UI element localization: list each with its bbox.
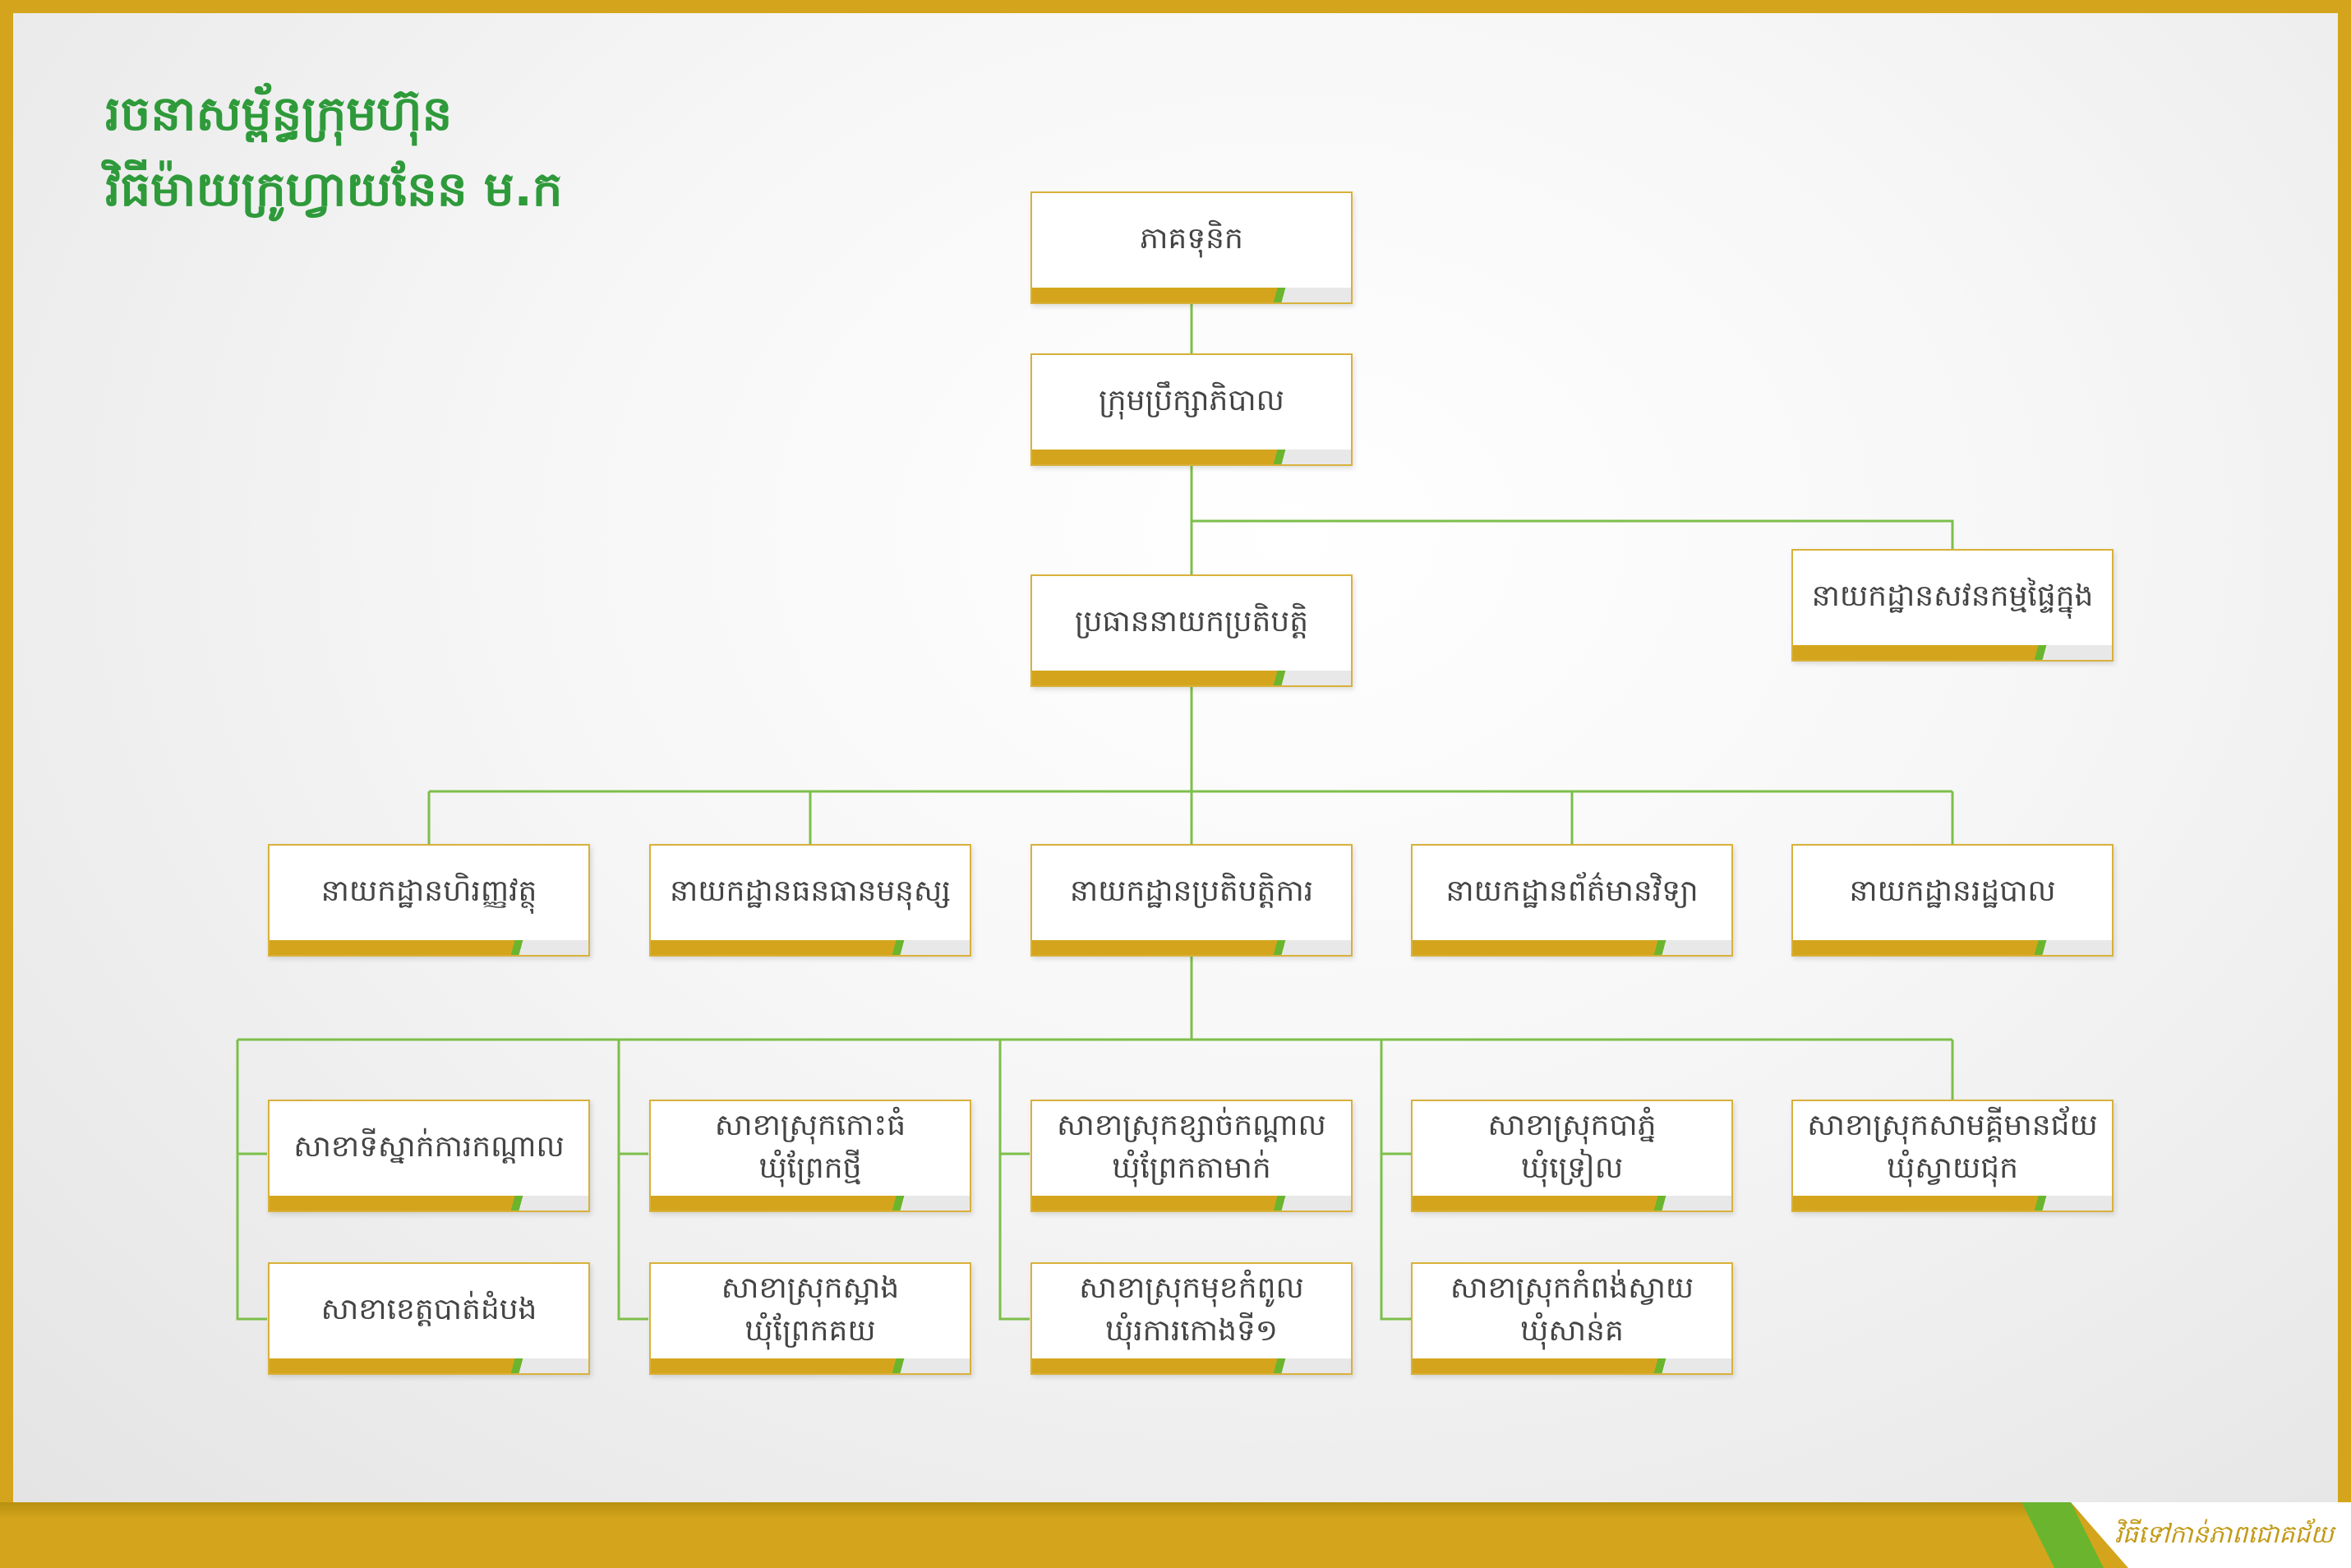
connector-col2	[617, 1040, 648, 1321]
node-label-line-2: ឃុំព្រែកតាមាក់	[1112, 1151, 1271, 1185]
node-branch-ba-phnum: សាខាស្រុកបាភ្នំ ឃុំទ្រៀល	[1411, 1100, 1733, 1212]
node-label-line-1: សាខាស្រុកកោះធំ	[714, 1108, 906, 1142]
footer-slogan: វិធីទៅកាន់ភាពជោគជ័យ	[2114, 1520, 2334, 1549]
node-label: សាខាទីស្នាក់ការកណ្តាល	[276, 1101, 582, 1192]
node-dept-hr: នាយកដ្ឋានធនធានមនុស្ស	[649, 844, 971, 957]
node-label: នាយកដ្ឋានធនធានមនុស្ស	[669, 874, 952, 908]
node-label-line-1: សាខាស្រុកមុខកំពូល	[1079, 1271, 1304, 1305]
page-title-line-2: វិធីម៉ាយក្រូហ្វាយនែន ម.ក	[105, 161, 563, 217]
node-label-line-2: ឃុំរការកោងទី១	[1104, 1313, 1279, 1348]
node-accent-bar	[651, 1196, 970, 1211]
node-dept-operations: នាយកដ្ឋានប្រតិបត្តិការ	[1030, 844, 1353, 957]
node-accent-bar	[1793, 1196, 2112, 1211]
node-label: សាខាស្រុកបាភ្នំ ឃុំទ្រៀល	[1419, 1101, 1725, 1192]
node-dept-admin: នាយកដ្ឋានរដ្ឋបាល	[1791, 844, 2114, 957]
page-title: រចនាសម្ព័ន្ធក្រុមហ៊ុន វិធីម៉ាយក្រូហ្វាយន…	[105, 76, 563, 227]
node-accent-bar	[1032, 288, 1351, 302]
node-accent-bar	[651, 1358, 970, 1373]
node-label-line-1: សាខាស្រុកស្អាង	[721, 1271, 900, 1305]
node-accent-bar	[1032, 671, 1351, 685]
connector-col3	[998, 1040, 1030, 1321]
node-label: នាយកដ្ឋានព័ត៌មានវិទ្យា	[1445, 874, 1699, 908]
node-accent-bar	[1032, 1358, 1351, 1373]
node-branch-kampong-svay: សាខាស្រុកកំពង់ស្វាយ ឃុំសាន់គ	[1411, 1262, 1733, 1375]
node-branch-samaki-meanchey: សាខាស្រុកសាមគ្គីមានជ័យ ឃុំស្វាយជុក	[1791, 1100, 2114, 1212]
node-shareholders: ភាគទុនិក	[1030, 191, 1353, 304]
node-label: សាខាស្រុកកំពង់ស្វាយ ឃុំសាន់គ	[1419, 1264, 1725, 1355]
node-label: សាខាស្រុកស្អាង ឃុំព្រែកគយ	[657, 1264, 963, 1355]
node-branch-ksach-kandal: សាខាស្រុកខ្សាច់កណ្តាល ឃុំព្រែកតាមាក់	[1030, 1100, 1353, 1212]
node-ceo: ប្រធាននាយកប្រតិបត្តិ	[1030, 574, 1353, 687]
node-accent-bar	[1413, 940, 1731, 955]
node-board: ក្រុមប្រឹក្សាភិបាល	[1030, 353, 1353, 466]
node-branch-head-office: សាខាទីស្នាក់ការកណ្តាល	[268, 1100, 590, 1212]
node-dept-finance: នាយកដ្ឋានហិរញ្ញវត្ថុ	[268, 844, 590, 957]
node-label-line-1: សាខាស្រុកកំពង់ស្វាយ	[1450, 1271, 1694, 1305]
node-branch-mukh-kampul: សាខាស្រុកមុខកំពូល ឃុំរការកោងទី១	[1030, 1262, 1353, 1375]
node-label: សាខាស្រុកកោះធំ ឃុំព្រែកថ្មី	[657, 1101, 963, 1192]
node-accent-bar	[270, 940, 588, 955]
node-accent-bar	[1413, 1358, 1731, 1373]
node-label-line-1: សាខាស្រុកខ្សាច់កណ្តាល	[1057, 1108, 1326, 1142]
node-label: សាខាស្រុកមុខកំពូល ឃុំរការកោងទី១	[1039, 1264, 1344, 1355]
node-accent-bar	[1793, 645, 2112, 660]
node-label-line-1: សាខាខេត្តបាត់ដំបង	[320, 1292, 537, 1326]
node-internal-audit: នាយកដ្ឋានសវនកម្មផ្ទៃក្នុង	[1791, 549, 2114, 662]
node-accent-bar	[1413, 1196, 1731, 1211]
connector-col4	[1380, 1040, 1411, 1321]
node-label-line-1: សាខាស្រុកសាមគ្គីមានជ័យ	[1807, 1108, 2098, 1142]
node-accent-bar	[651, 940, 970, 955]
node-label: ប្រធាននាយកប្រតិបត្តិ	[1074, 604, 1309, 639]
node-label-line-2: ឃុំព្រែកគយ	[744, 1313, 876, 1348]
node-label-line-2: ឃុំទ្រៀល	[1520, 1151, 1624, 1185]
node-label: ក្រុមប្រឹក្សាភិបាល	[1099, 383, 1284, 417]
node-label: នាយកដ្ឋានសវនកម្មផ្ទៃក្នុង	[1811, 579, 2094, 613]
node-label-line-1: សាខាទីស្នាក់ការកណ្តាល	[293, 1129, 565, 1164]
node-label-line-2: ឃុំស្វាយជុក	[1887, 1151, 2018, 1185]
node-branch-saang: សាខាស្រុកស្អាង ឃុំព្រែកគយ	[649, 1262, 971, 1375]
node-accent-bar	[1032, 1196, 1351, 1211]
node-label: សាខាស្រុកសាមគ្គីមានជ័យ ឃុំស្វាយជុក	[1800, 1101, 2105, 1192]
node-accent-bar	[270, 1358, 588, 1373]
node-branch-battambang: សាខាខេត្តបាត់ដំបង	[268, 1262, 590, 1375]
node-accent-bar	[270, 1196, 588, 1211]
connector-col1	[236, 1040, 267, 1321]
node-label: ភាគទុនិក	[1140, 221, 1243, 256]
node-label-line-2: ឃុំសាន់គ	[1520, 1313, 1624, 1348]
page-title-line-1: រចនាសម្ព័ន្ធក្រុមហ៊ុន	[105, 85, 453, 141]
node-accent-bar	[1032, 940, 1351, 955]
node-accent-bar	[1032, 450, 1351, 464]
footer-bar	[0, 1502, 2351, 1568]
node-label: សាខាខេត្តបាត់ដំបង	[276, 1264, 582, 1355]
node-accent-bar	[1793, 940, 2112, 955]
node-branch-koh-thom: សាខាស្រុកកោះធំ ឃុំព្រែកថ្មី	[649, 1100, 971, 1212]
node-label: នាយកដ្ឋានប្រតិបត្តិការ	[1069, 874, 1314, 908]
node-label: នាយកដ្ឋានរដ្ឋបាល	[1849, 874, 2056, 908]
node-label-line-2: ឃុំព្រែកថ្មី	[758, 1151, 862, 1185]
node-label: នាយកដ្ឋានហិរញ្ញវត្ថុ	[320, 874, 537, 908]
node-label-line-1: សាខាស្រុកបាភ្នំ	[1487, 1108, 1657, 1142]
node-label: សាខាស្រុកខ្សាច់កណ្តាល ឃុំព្រែកតាមាក់	[1039, 1101, 1344, 1192]
connector-board-audit	[1192, 519, 1954, 549]
node-dept-it: នាយកដ្ឋានព័ត៌មានវិទ្យា	[1411, 844, 1733, 957]
